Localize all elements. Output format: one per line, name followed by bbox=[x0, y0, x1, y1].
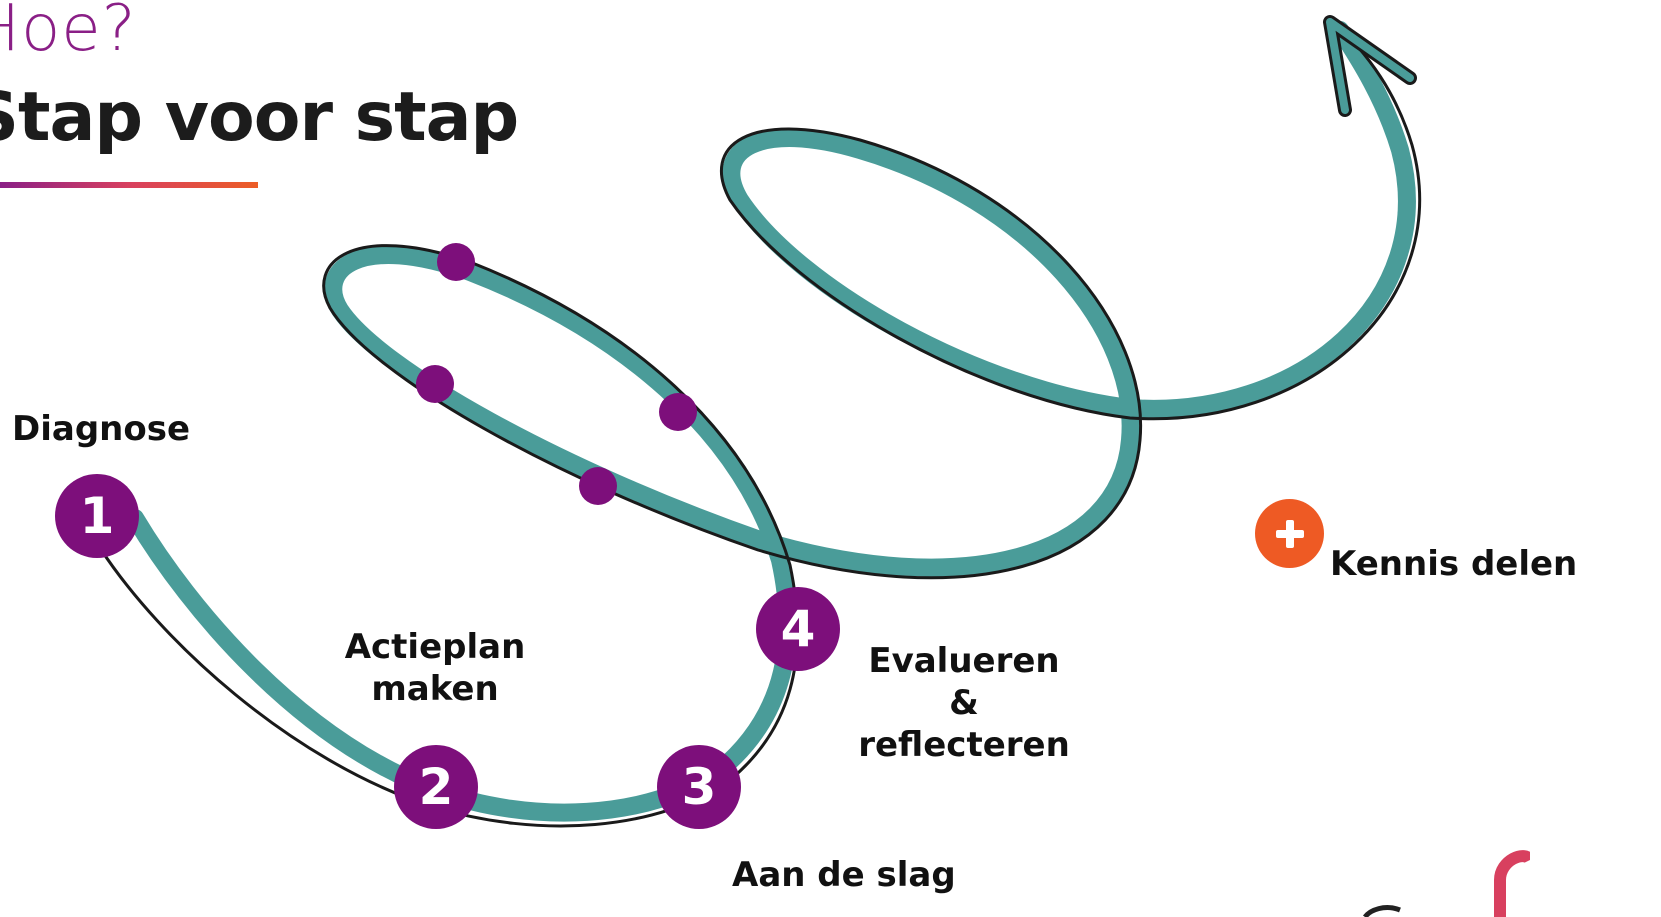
path-dot bbox=[416, 365, 454, 403]
step-2-badge: 2 bbox=[394, 745, 478, 829]
title-underline bbox=[0, 182, 258, 188]
arrow-head-fill bbox=[1326, 18, 1414, 114]
step-3-badge: 3 bbox=[657, 745, 741, 829]
step-4-label: Evalueren & reflecteren bbox=[858, 641, 1070, 765]
plus-glyph bbox=[1275, 519, 1304, 548]
path-dots bbox=[416, 243, 697, 505]
logo-fragment bbox=[1362, 850, 1530, 917]
path-dot bbox=[579, 467, 617, 505]
path-fill bbox=[126, 21, 1416, 822]
kennis-delen-label: Kennis delen bbox=[1330, 544, 1578, 584]
title-question: Hoe? bbox=[0, 0, 137, 66]
title-main: Stap voor stap bbox=[0, 78, 519, 157]
step-3-label: Aan de slag bbox=[732, 855, 956, 895]
plus-icon bbox=[1255, 499, 1324, 568]
path-dot bbox=[659, 393, 697, 431]
step-2-label: Actieplan maken bbox=[344, 627, 526, 709]
path-dot bbox=[437, 243, 475, 281]
spiral-path bbox=[98, 15, 1422, 828]
step-1-label: Diagnose bbox=[12, 409, 191, 449]
step-4-badge: 4 bbox=[756, 587, 840, 671]
step-1-badge: 1 bbox=[55, 474, 139, 558]
